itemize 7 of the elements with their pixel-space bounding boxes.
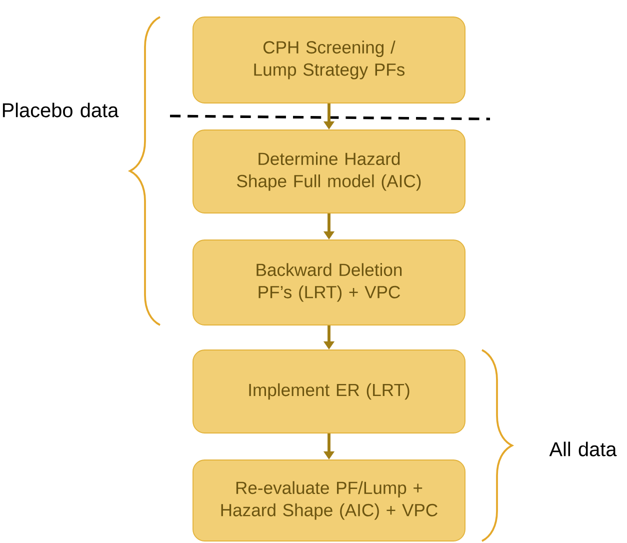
bracket-label: All data [549,442,617,456]
process-box: Backward Deletion PF’s (LRT) + VPC [192,240,466,326]
process-box: Implement ER (LRT) [192,350,466,434]
process-box: CPH Screening / Lump Strategy PFs [192,16,466,104]
process-box: Determine Hazard Shape Full model (AIC) [192,130,466,214]
bracket-label: Placebo data [2,102,119,118]
process-box: Re-evaluate PF/Lump + Hazard Shape (AIC) + VPC [192,460,466,542]
